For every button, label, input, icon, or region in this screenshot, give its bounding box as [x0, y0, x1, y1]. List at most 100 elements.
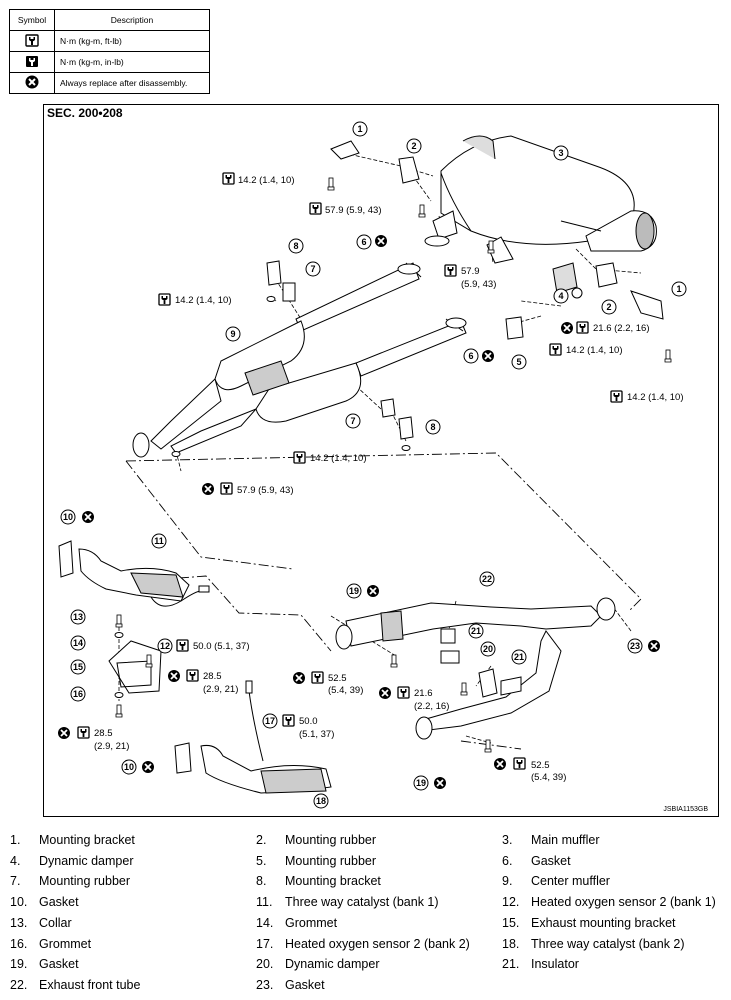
catalyst-bank-1: [58, 540, 210, 607]
torque-t8: 14.2 (1.4, 10): [310, 453, 367, 464]
part-number: 8.: [256, 874, 267, 889]
torque-t9: 57.9 (5.9, 43): [237, 485, 294, 496]
torque-t16b: (5.4, 39): [531, 772, 566, 783]
torque-t2: 57.9 (5.9, 43): [325, 205, 382, 216]
part-number: 10.: [10, 895, 28, 910]
svg-text:20: 20: [483, 644, 493, 654]
part-name: Gasket: [531, 853, 571, 868]
svg-text:2: 2: [411, 141, 416, 151]
part-name: Mounting bracket: [285, 874, 381, 889]
svg-text:13: 13: [73, 612, 83, 622]
torque-t12b: (2.9, 21): [94, 741, 129, 752]
torque-t13a: 52.5: [328, 673, 347, 684]
torque-t13b: (5.4, 39): [328, 685, 363, 696]
exhaust-system-diagram: SEC. 200•208 JSBIA1153GB: [43, 104, 719, 817]
torque-t14b: (2.2, 16): [414, 701, 449, 712]
part-name: Mounting rubber: [39, 874, 131, 889]
part-number: 9.: [502, 874, 513, 889]
svg-text:11: 11: [154, 536, 164, 546]
legend-desc-2: N·m (kg-m, in-lb): [54, 51, 210, 73]
part-number: 7.: [10, 874, 21, 889]
dashed-outline: [125, 452, 642, 750]
part-name: Grommet: [285, 915, 338, 930]
torque-wrench-small-icon: [9, 51, 55, 73]
part-number: 4.: [10, 853, 21, 868]
part-name: Dynamic damper: [39, 853, 134, 868]
legend-header-description: Description: [54, 9, 210, 31]
callouts: [60, 121, 687, 809]
torque-wrench-icon: [9, 30, 55, 52]
part-name: Center muffler: [531, 874, 610, 889]
torque-t11b: (2.9, 21): [203, 684, 238, 695]
svg-text:1: 1: [357, 124, 362, 134]
part-number: 16.: [10, 936, 28, 951]
part-number: 2.: [256, 833, 267, 847]
legend-desc-1: N·m (kg-m, ft-lb): [54, 30, 210, 52]
torque-t7: 14.2 (1.4, 10): [627, 392, 684, 403]
svg-text:7: 7: [310, 264, 315, 274]
svg-text:8: 8: [293, 241, 298, 251]
svg-text:10: 10: [63, 512, 73, 522]
part-number: 22.: [10, 977, 28, 992]
part-name: Mounting rubber: [285, 833, 377, 847]
torque-t15a: 50.0: [299, 716, 318, 727]
torque-t16a: 52.5: [531, 760, 550, 771]
main-muffler: [432, 135, 657, 264]
part-name: Exhaust mounting bracket: [531, 915, 676, 930]
part-number: 23.: [256, 977, 274, 992]
part-name: Collar: [39, 915, 72, 930]
part-name: Insulator: [531, 957, 579, 972]
figure-id: JSBIA1153GB: [663, 806, 708, 813]
svg-text:23: 23: [630, 641, 640, 651]
svg-text:21: 21: [471, 626, 481, 636]
part-number: 6.: [502, 853, 513, 868]
svg-text:2: 2: [606, 302, 611, 312]
rear-hardware: [171, 140, 664, 457]
torque-t3a: 57.9: [461, 266, 480, 277]
always-replace-icon: [9, 72, 55, 94]
torque-t12a: 28.5: [94, 728, 113, 739]
svg-text:22: 22: [482, 574, 492, 584]
part-number: 14.: [256, 915, 274, 930]
part-name: Mounting bracket: [39, 833, 135, 847]
svg-text:7: 7: [350, 416, 355, 426]
symbol-legend-table: Symbol Description N·m (kg-m, ft-lb) N·m…: [9, 9, 210, 94]
replace-symbols: [57, 234, 661, 790]
part-number: 13.: [10, 915, 28, 930]
part-name: Mounting rubber: [285, 853, 377, 868]
svg-text:4: 4: [558, 291, 563, 301]
svg-text:8: 8: [430, 422, 435, 432]
part-number: 12.: [502, 895, 520, 910]
legend-header-symbol: Symbol: [9, 9, 55, 31]
torque-t15b: (5.1, 37): [299, 729, 334, 740]
diagram-drawing: 1 2 3 1 2 4 5 6 6 7 7 8 8 9 10 10 11 12 …: [57, 121, 687, 809]
svg-text:9: 9: [230, 329, 235, 339]
torque-t11a: 28.5: [203, 671, 222, 682]
svg-text:3: 3: [558, 148, 563, 158]
torque-t4: 14.2 (1.4, 10): [175, 295, 232, 306]
part-number: 18.: [502, 936, 520, 951]
exhaust-mounting-bracket: [108, 632, 162, 698]
svg-text:19: 19: [349, 586, 359, 596]
part-name: Heated oxygen sensor 2 (bank 1): [531, 895, 716, 910]
part-name: Grommet: [39, 936, 92, 951]
part-number: 15.: [502, 915, 520, 930]
svg-text:14: 14: [73, 638, 83, 648]
part-number: 3.: [502, 833, 513, 847]
torque-t14a: 21.6: [414, 688, 433, 699]
callout-numbers: 1 2 3 1 2 4 5 6 6 7 7 8 8 9 10 10 11 12 …: [63, 124, 682, 806]
svg-text:19: 19: [416, 778, 426, 788]
part-name: Gasket: [285, 977, 325, 992]
part-number: 11.: [256, 895, 273, 910]
torque-t5: 21.6 (2.2, 16): [593, 323, 650, 334]
svg-text:12: 12: [160, 641, 170, 651]
svg-text:6: 6: [361, 237, 366, 247]
svg-text:1: 1: [676, 284, 681, 294]
svg-text:5: 5: [516, 357, 521, 367]
legend-desc-3: Always replace after disassembly.: [54, 72, 210, 94]
part-number: 1.: [10, 833, 21, 847]
center-muffler: [132, 262, 467, 458]
part-name: Gasket: [39, 957, 79, 972]
part-number: 20.: [256, 957, 274, 972]
part-name: Exhaust front tube: [39, 977, 141, 992]
